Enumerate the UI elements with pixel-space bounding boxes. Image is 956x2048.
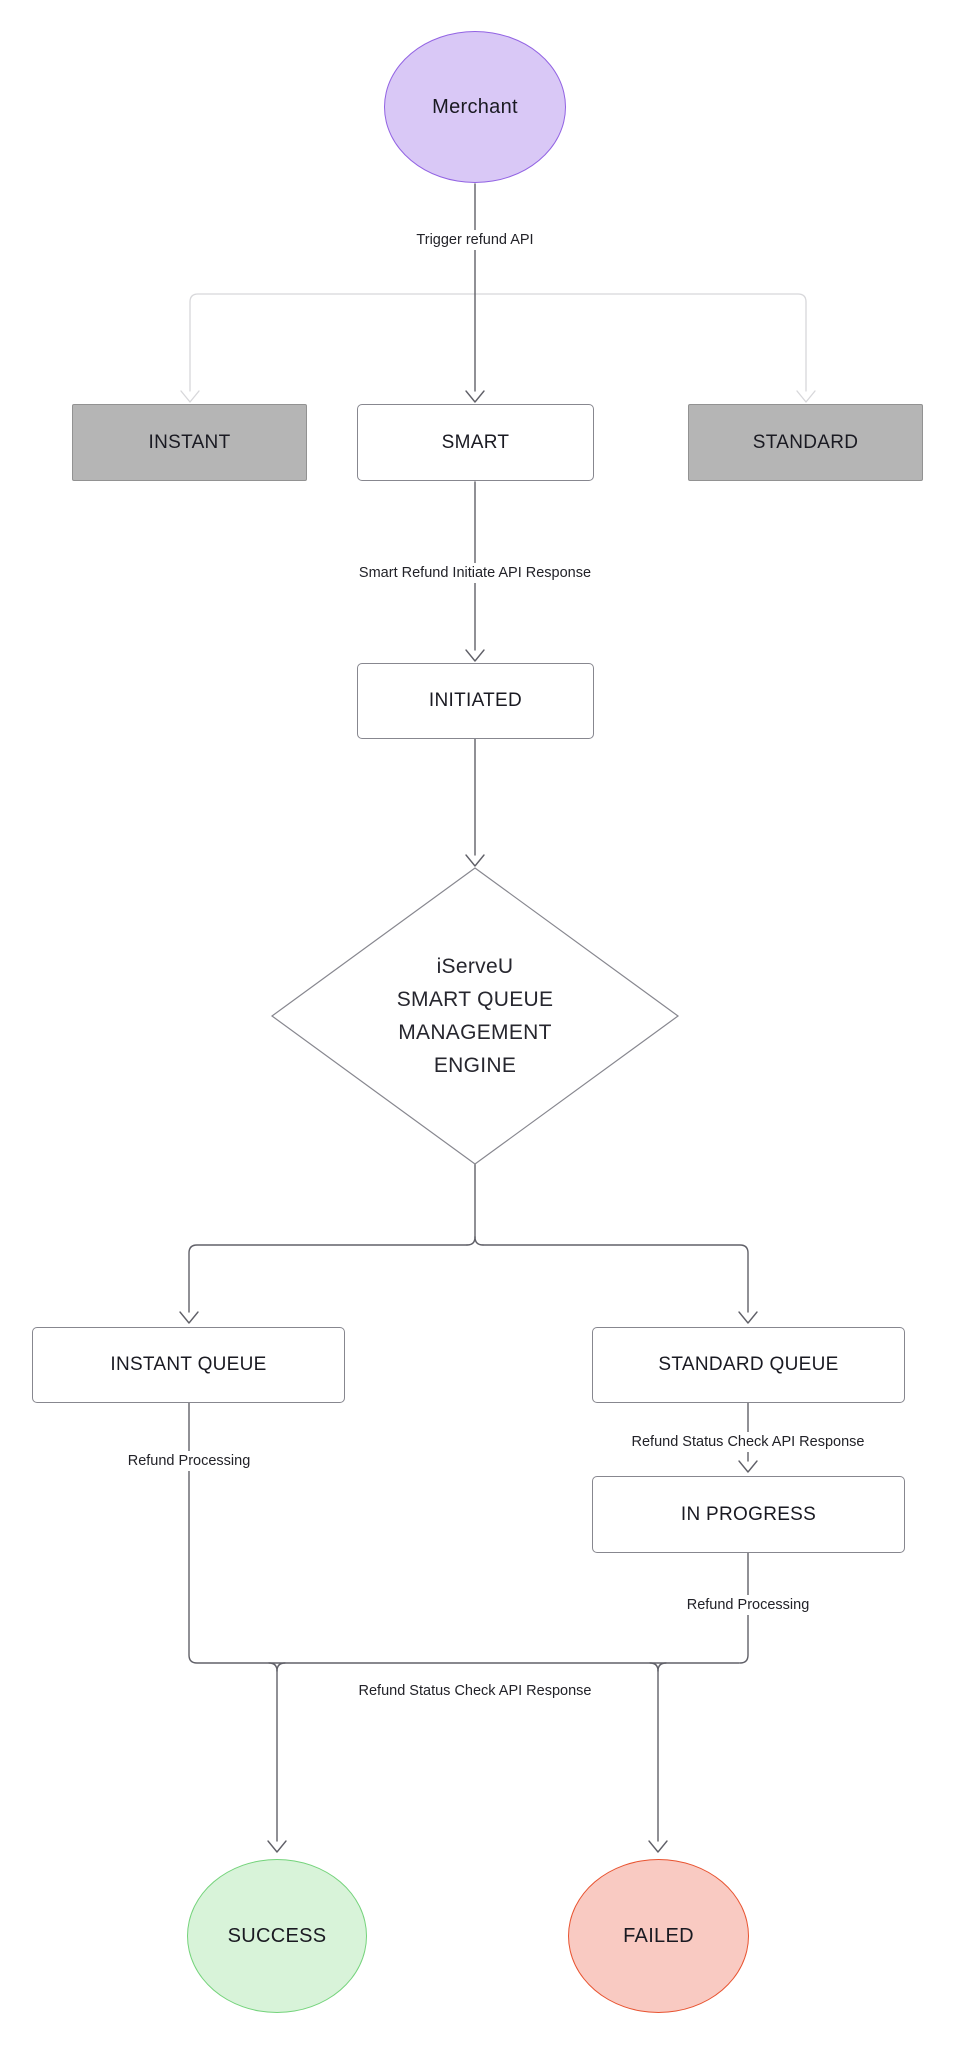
edge-line-left-branch [189, 293, 476, 392]
engine-diamond-shape [270, 867, 680, 1165]
smart-label: SMART [441, 431, 510, 453]
drop-corner-failed-left [649, 1662, 659, 1672]
edge-label-refund-status-check-bottom: Refund Status Check API Response [351, 1681, 599, 1701]
engine-label-line-4: ENGINE [433, 1054, 517, 1077]
in-progress-node: IN PROGRESS [592, 1476, 905, 1553]
in-progress-label: IN PROGRESS [680, 1503, 817, 1525]
engine-label-line-3: MANAGEMENT [398, 1021, 552, 1044]
drop-corner-success-left [268, 1662, 278, 1672]
instant-label: INSTANT [148, 431, 231, 453]
edge-engine-to-instant-queue [188, 1244, 468, 1313]
standard-node: STANDARD [688, 404, 923, 481]
arrowhead-into-standard-queue [738, 1311, 758, 1324]
smart-node: SMART [357, 404, 594, 481]
failed-label: FAILED [623, 1924, 694, 1947]
arrowhead-into-standard [796, 390, 816, 403]
arrowhead-into-instant [180, 390, 200, 403]
arrowhead-into-in-progress [738, 1460, 758, 1473]
arrowhead-into-initiated [465, 649, 485, 662]
success-node: SUCCESS [187, 1859, 367, 2013]
split-corner-left [466, 1236, 476, 1246]
edge-label-refund-processing-left: Refund Processing [120, 1451, 258, 1471]
drop-corner-failed-right [657, 1662, 667, 1672]
merchant-node: Merchant [384, 31, 566, 183]
success-label: SUCCESS [227, 1924, 327, 1947]
instant-node: INSTANT [72, 404, 307, 481]
edge-merchant-to-instant-standard [180, 293, 816, 403]
arrowhead-into-engine [465, 854, 485, 867]
initiated-node: INITIATED [357, 663, 594, 739]
initiated-label: INITIATED [428, 690, 523, 711]
instant-queue-label: INSTANT QUEUE [110, 1354, 267, 1375]
failed-node: FAILED [568, 1859, 749, 2013]
edge-engine-to-standard-queue [482, 1244, 749, 1313]
split-corner-right [474, 1236, 484, 1246]
arrowhead-into-instant-queue [179, 1311, 199, 1324]
arrowhead-into-smart [465, 390, 485, 403]
engine-label-line-1: iServeU [436, 955, 514, 978]
arrowhead-into-failed [648, 1840, 668, 1853]
edge-label-trigger-refund-api: Trigger refund API [409, 230, 541, 250]
engine-node-label: iServeU SMART QUEUE MANAGEMENT ENGINE [397, 950, 554, 1082]
instant-queue-node: INSTANT QUEUE [32, 1327, 345, 1403]
standard-queue-label: STANDARD QUEUE [658, 1354, 839, 1375]
arrowhead-into-success [267, 1840, 287, 1853]
edge-label-smart-refund-initiate-api-response: Smart Refund Initiate API Response [351, 563, 599, 583]
edge-line-right-branch [474, 293, 807, 392]
edge-label-refund-status-check-top: Refund Status Check API Response [624, 1432, 872, 1452]
edge-label-refund-processing-right: Refund Processing [679, 1595, 817, 1615]
drop-corner-success-right [276, 1662, 286, 1672]
standard-queue-node: STANDARD QUEUE [592, 1327, 905, 1403]
edge-in-progress-to-channel [739, 1552, 749, 1664]
standard-label: STANDARD [752, 431, 859, 453]
edge-instant-queue-to-channel [188, 1402, 740, 1664]
engine-label-line-2: SMART QUEUE [396, 988, 554, 1011]
merchant-label: Merchant [432, 95, 518, 118]
